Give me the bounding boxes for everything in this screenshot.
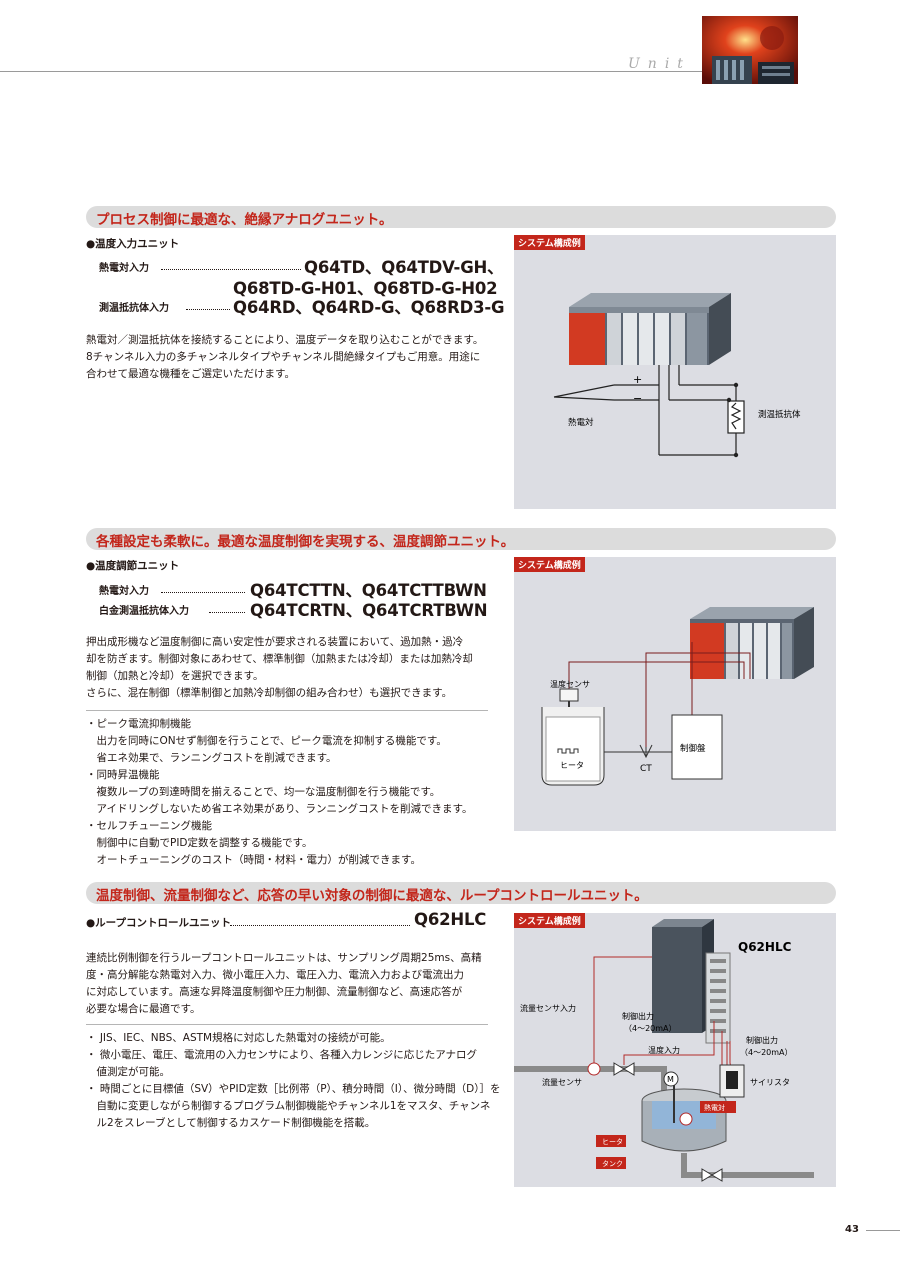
- rtd-label: 測温抵抗体: [758, 409, 801, 420]
- control-panel-label: 制御盤: [680, 743, 706, 754]
- section1-row1-model: Q64TD、Q64TDV-GH、: [304, 258, 504, 277]
- heater-tag: ヒータ: [602, 1137, 623, 1146]
- flow-sensor-input-label: 流量センサ入力: [520, 1003, 576, 1013]
- section2-row2-model: Q64TCRTN、Q64TCRTBWN: [250, 601, 488, 620]
- diagram-tag: システム構成例: [514, 913, 585, 928]
- header-rule: [0, 71, 720, 72]
- body-line: 連続比例制御を行うループコントロールユニットは、サンプリング周期25ms、高精: [86, 952, 482, 964]
- body-line: 制御（加熱と冷却）を選択できます。: [86, 670, 264, 682]
- feature-line: ・ 微小電圧、電圧、電流用の入力センサにより、各種入力レンジに応じたアナログ: [86, 1049, 477, 1061]
- section1-title: プロセス制御に最適な、絶縁アナログユニット。: [96, 212, 393, 228]
- ct-label: CT: [640, 764, 652, 774]
- section2-title: 各種設定も柔軟に。最適な温度制御を実現する、温度調節ユニット。: [96, 534, 515, 550]
- feature-line: ル2をスレーブとして制御するカスケード制御機能を搭載。: [86, 1117, 376, 1129]
- body-line: に対応しています。高速な昇降温度制御や圧力制御、流量制御など、高速応答が: [86, 986, 463, 998]
- leader-dots: [209, 612, 245, 613]
- section3-body: 連続比例制御を行うループコントロールユニットは、サンプリング周期25ms、高精 …: [86, 950, 482, 1018]
- minus-sign: −: [633, 392, 642, 405]
- section2-bullet: ●温度調節ユニット: [86, 560, 180, 572]
- diagram-tag: システム構成例: [514, 557, 585, 572]
- leader-dots: [161, 592, 245, 593]
- control-output2-label: 制御出力: [746, 1035, 778, 1045]
- section3-bullet: ●ループコントロールユニット: [86, 917, 232, 929]
- leader-dots: [230, 925, 410, 926]
- leader-dots: [161, 269, 301, 270]
- section3-divider: [86, 1024, 488, 1025]
- section2-row2-label: 白金測温抵抗体入力: [99, 606, 189, 617]
- body-line: 度・高分解能な熱電対入力、微小電圧入力、電圧入力、電流入力および電流出力: [86, 969, 464, 981]
- page-number: 43: [845, 1224, 859, 1235]
- control-output2-range: （4〜20mA）: [740, 1048, 793, 1057]
- feature-line: ・セルフチューニング機能: [86, 820, 212, 832]
- feature-line: 出力を同時にONせず制御を行うことで、ピーク電流を抑制する機能です。: [86, 735, 447, 747]
- thermocouple-tag: 熱電対: [704, 1103, 725, 1112]
- section1-heading-bar: プロセス制御に最適な、絶縁アナログユニット。: [86, 206, 836, 228]
- control-output1-label: 制御出力: [622, 1011, 654, 1021]
- section1-body: 熱電対／測温抵抗体を接続することにより、温度データを取り込むことができます。 8…: [86, 332, 483, 383]
- temp-input-label: 温度入力: [648, 1045, 680, 1055]
- thermocouple-label: 熱電対: [568, 417, 594, 428]
- temperature-sensor-label: 温度センサ: [550, 679, 590, 689]
- diagram-tag: システム構成例: [514, 235, 585, 250]
- body-line: 押出成形機など温度制御に高い安定性が要求される装置において、過加熱・過冷: [86, 636, 464, 648]
- feature-line: オートチューニングのコスト（時間・材料・電力）が削減できます。: [86, 854, 421, 866]
- section2-system-diagram: システム構成例 温度センサ ヒータ CT 制御盤: [514, 557, 836, 831]
- body-line: 必要な場合に最適です。: [86, 1003, 201, 1015]
- plc-rack-icon: [569, 307, 709, 365]
- section1-row2-model: Q68TD-G-H01、Q68TD-G-H02: [233, 279, 498, 298]
- body-line: 熱電対／測温抵抗体を接続することにより、温度データを取り込むことができます。: [86, 334, 484, 346]
- section1-bullet: ●温度入力ユニット: [86, 238, 180, 250]
- tank-tag: タンク: [602, 1159, 623, 1168]
- section2-divider: [86, 710, 488, 711]
- body-line: さらに、混在制御（標準制御と加熱冷却制御の組み合わせ）も選択できます。: [86, 687, 453, 699]
- feature-line: 省エネ効果で、ランニングコストを削減できます。: [86, 752, 337, 764]
- section3-title: 温度制御、流量制御など、応答の早い対象の制御に最適な、ループコントロールユニット…: [96, 888, 648, 904]
- feature-line: 値測定が可能。: [86, 1066, 170, 1078]
- section2-row1-label: 熱電対入力: [99, 586, 149, 597]
- motor-label: M: [667, 1075, 674, 1084]
- body-line: 合わせて最適な機種をご選定いただけます。: [86, 368, 295, 380]
- section1-row1-label: 熱電対入力: [99, 263, 149, 274]
- section1-row3-model: Q64RD、Q64RD-G、Q68RD3-G: [233, 298, 505, 317]
- heater-label: ヒータ: [560, 761, 584, 770]
- leader-dots: [186, 309, 230, 310]
- feature-line: ・ JIS、IEC、NBS、ASTM規格に対応した熱電対の接続が可能。: [86, 1032, 391, 1044]
- feature-line: ・ピーク電流抑制機能: [86, 718, 191, 730]
- header-unit-label: Unit: [628, 56, 691, 72]
- flow-sensor-label: 流量センサ: [542, 1077, 582, 1087]
- feature-line: 制御中に自動でPID定数を調整する機能です。: [86, 837, 313, 849]
- section2-feature-list: ・ピーク電流抑制機能 出力を同時にONせず制御を行うことで、ピーク電流を抑制する…: [86, 716, 473, 869]
- body-line: 8チャンネル入力の多チャンネルタイプやチャンネル間絶縁タイプもご用意。用途に: [86, 351, 481, 363]
- section3-heading-bar: 温度制御、流量制御など、応答の早い対象の制御に最適な、ループコントロールユニット…: [86, 882, 836, 904]
- feature-line: アイドリングしないため省エネ効果があり、ランニングコストを削減できます。: [86, 803, 473, 815]
- section3-system-diagram: システム構成例 Q62HLC: [514, 913, 836, 1187]
- control-output1-range: （4〜20mA）: [624, 1024, 677, 1033]
- feature-line: 自動に変更しながら制御するプログラム制御機能やチャンネル1をマスタ、チャンネ: [86, 1100, 491, 1112]
- section3-model: Q62HLC: [414, 910, 487, 929]
- thyristor-label: サイリスタ: [750, 1078, 790, 1087]
- feature-line: ・同時昇温機能: [86, 769, 160, 781]
- page-number-rule: [866, 1230, 900, 1231]
- section2-row1-model: Q64TCTTN、Q64TCTTBWN: [250, 581, 487, 600]
- plus-sign: +: [633, 373, 642, 386]
- section2-body: 押出成形機など温度制御に高い安定性が要求される装置において、過加熱・過冷 却を防…: [86, 634, 473, 702]
- feature-line: 複数ループの到達時間を揃えることで、均一な温度制御を行う機能です。: [86, 786, 441, 798]
- section1-row3-label: 測温抵抗体入力: [99, 303, 169, 314]
- section2-heading-bar: 各種設定も柔軟に。最適な温度制御を実現する、温度調節ユニット。: [86, 528, 836, 550]
- feature-line: ・ 時間ごとに目標値（SV）やPID定数［比例帯（P）、積分時間（I）、微分時間…: [86, 1083, 501, 1095]
- section1-system-diagram: システム構成例: [514, 235, 836, 509]
- header-banner-image: [702, 16, 798, 84]
- body-line: 却を防ぎます。制御対象にあわせて、標準制御（加熱または冷却）または加熱冷却: [86, 653, 473, 665]
- q62hlc-label: Q62HLC: [738, 940, 792, 954]
- section3-feature-list: ・ JIS、IEC、NBS、ASTM規格に対応した熱電対の接続が可能。 ・ 微小…: [86, 1030, 500, 1132]
